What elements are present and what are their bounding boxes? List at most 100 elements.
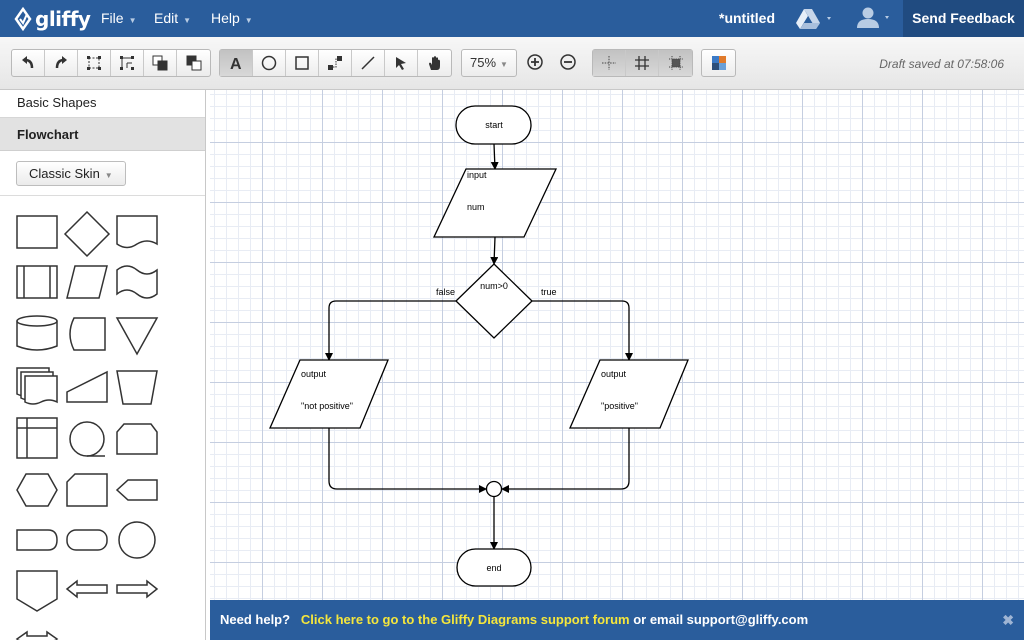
menu-file[interactable]: File▼ xyxy=(101,0,136,37)
gliffy-logo[interactable]: gliffy xyxy=(14,5,91,33)
input-value: num xyxy=(467,202,485,212)
zoom-out-button[interactable] xyxy=(551,49,584,75)
shape-arrow-double[interactable] xyxy=(15,630,59,640)
shape-document[interactable] xyxy=(116,215,158,249)
shape-tape[interactable] xyxy=(116,265,158,299)
output-positive[interactable] xyxy=(569,359,689,429)
merge-connector[interactable] xyxy=(485,480,503,498)
shape-off-page-reference[interactable] xyxy=(16,570,58,612)
zoom-buttons-group xyxy=(518,49,584,77)
shape-arrow-left[interactable] xyxy=(65,579,108,599)
edit-tools-group xyxy=(11,49,211,77)
skin-select[interactable]: Classic Skin▼ xyxy=(16,161,126,186)
redo-icon xyxy=(55,56,67,69)
svg-text:A: A xyxy=(230,56,242,72)
bring-to-front-button[interactable] xyxy=(144,50,177,76)
shape-manual-input[interactable] xyxy=(66,370,108,403)
guides-toggle[interactable] xyxy=(593,50,626,76)
help-prefix: Need help? xyxy=(220,612,291,627)
chevron-down-icon: ▼ xyxy=(183,16,192,25)
start-terminator[interactable] xyxy=(455,105,532,145)
connector-start-input[interactable] xyxy=(490,143,499,170)
true-label: true xyxy=(541,287,557,297)
google-drive-icon xyxy=(796,9,831,29)
line-tool-icon xyxy=(361,56,375,70)
undo-icon xyxy=(22,56,34,69)
output-not-positive[interactable] xyxy=(269,359,389,429)
shape-data[interactable] xyxy=(66,265,108,299)
document-title[interactable]: *untitled xyxy=(719,10,775,26)
menu-edit-label: Edit xyxy=(154,10,179,26)
text-tool-button[interactable]: A xyxy=(220,50,253,76)
connector-tool-button[interactable] xyxy=(319,50,352,76)
drawing-tools-group: A xyxy=(219,49,452,77)
redo-button[interactable] xyxy=(45,50,78,76)
shape-stored-data[interactable] xyxy=(69,317,106,351)
theme-button[interactable] xyxy=(702,50,735,76)
skin-select-label: Classic Skin xyxy=(29,166,100,181)
shape-decision[interactable] xyxy=(63,210,111,258)
ungroup-button[interactable] xyxy=(111,50,144,76)
shape-manual-operation[interactable] xyxy=(116,370,158,405)
connector-right-merge[interactable] xyxy=(501,428,630,493)
grid-toggle[interactable] xyxy=(626,50,659,76)
end-terminator[interactable] xyxy=(456,548,532,587)
decision-label: num>0 xyxy=(480,281,508,291)
shape-database[interactable] xyxy=(16,315,58,351)
zoom-in-icon xyxy=(526,54,543,70)
shape-preparation[interactable] xyxy=(16,473,58,507)
menu-help[interactable]: Help▼ xyxy=(211,0,253,37)
grid-icon xyxy=(635,56,649,70)
undo-button[interactable] xyxy=(12,50,45,76)
shape-terminator[interactable] xyxy=(66,529,108,551)
pan-tool-button[interactable] xyxy=(418,50,451,76)
shape-display[interactable] xyxy=(115,479,158,501)
send-feedback-button[interactable]: Send Feedback xyxy=(903,0,1024,37)
connector-input-decision[interactable] xyxy=(490,236,499,265)
pointer-tool-button[interactable] xyxy=(385,50,418,76)
start-label: start xyxy=(485,120,503,130)
shape-card[interactable] xyxy=(66,473,108,507)
support-forum-link[interactable]: Click here to go to the Gliffy Diagrams … xyxy=(300,612,630,627)
library-flowchart[interactable]: Flowchart xyxy=(0,118,205,151)
input-parallelogram[interactable] xyxy=(432,168,558,238)
decision-diamond[interactable] xyxy=(455,263,533,339)
rectangle-tool-button[interactable] xyxy=(286,50,319,76)
shape-arrow-right[interactable] xyxy=(116,579,159,599)
menu-edit[interactable]: Edit ▼ xyxy=(154,0,191,37)
text-tool-icon: A xyxy=(230,56,242,72)
shape-process[interactable] xyxy=(16,215,58,249)
draft-status: Draft saved at 07:58:06 xyxy=(879,57,1004,71)
library-basic-shapes[interactable]: Basic Shapes xyxy=(0,90,205,118)
send-to-back-button[interactable] xyxy=(177,50,210,76)
line-tool-button[interactable] xyxy=(352,50,385,76)
zoom-select[interactable]: 75%▼ xyxy=(461,49,517,77)
shape-connector[interactable] xyxy=(118,521,156,559)
shape-multiple-documents[interactable] xyxy=(16,367,58,405)
output-right-title: output xyxy=(601,369,627,379)
flowchart-diagram: start input num num>0 false true output … xyxy=(269,105,689,587)
connector-left-merge[interactable] xyxy=(328,428,487,493)
input-title: input xyxy=(467,170,487,180)
zoom-in-button[interactable] xyxy=(518,49,551,75)
shape-delay[interactable] xyxy=(16,529,58,551)
shape-merge[interactable] xyxy=(115,317,159,356)
user-menu[interactable] xyxy=(855,6,895,30)
google-drive-menu[interactable] xyxy=(796,8,834,30)
shape-library-sidebar: Basic Shapes Flowchart Classic Skin▼ xyxy=(0,90,206,640)
snap-toggle[interactable] xyxy=(659,50,692,76)
close-icon[interactable]: ✖ xyxy=(1002,612,1014,628)
connector-tool-icon xyxy=(328,56,342,70)
shape-off-page-connector[interactable] xyxy=(116,423,158,455)
connector-decision-false[interactable] xyxy=(325,300,456,361)
shape-predefined-process[interactable] xyxy=(16,265,58,299)
diagram-canvas[interactable]: start input num num>0 false true output … xyxy=(210,90,1024,600)
zoom-value: 75% xyxy=(470,55,497,70)
chevron-down-icon: ▼ xyxy=(128,16,137,25)
group-button[interactable] xyxy=(78,50,111,76)
shape-internal-storage[interactable] xyxy=(16,417,58,459)
ellipse-tool-button[interactable] xyxy=(253,50,286,76)
view-tools-group xyxy=(592,49,693,77)
connector-decision-true[interactable] xyxy=(532,300,633,361)
shape-sequential-data[interactable] xyxy=(69,421,105,457)
